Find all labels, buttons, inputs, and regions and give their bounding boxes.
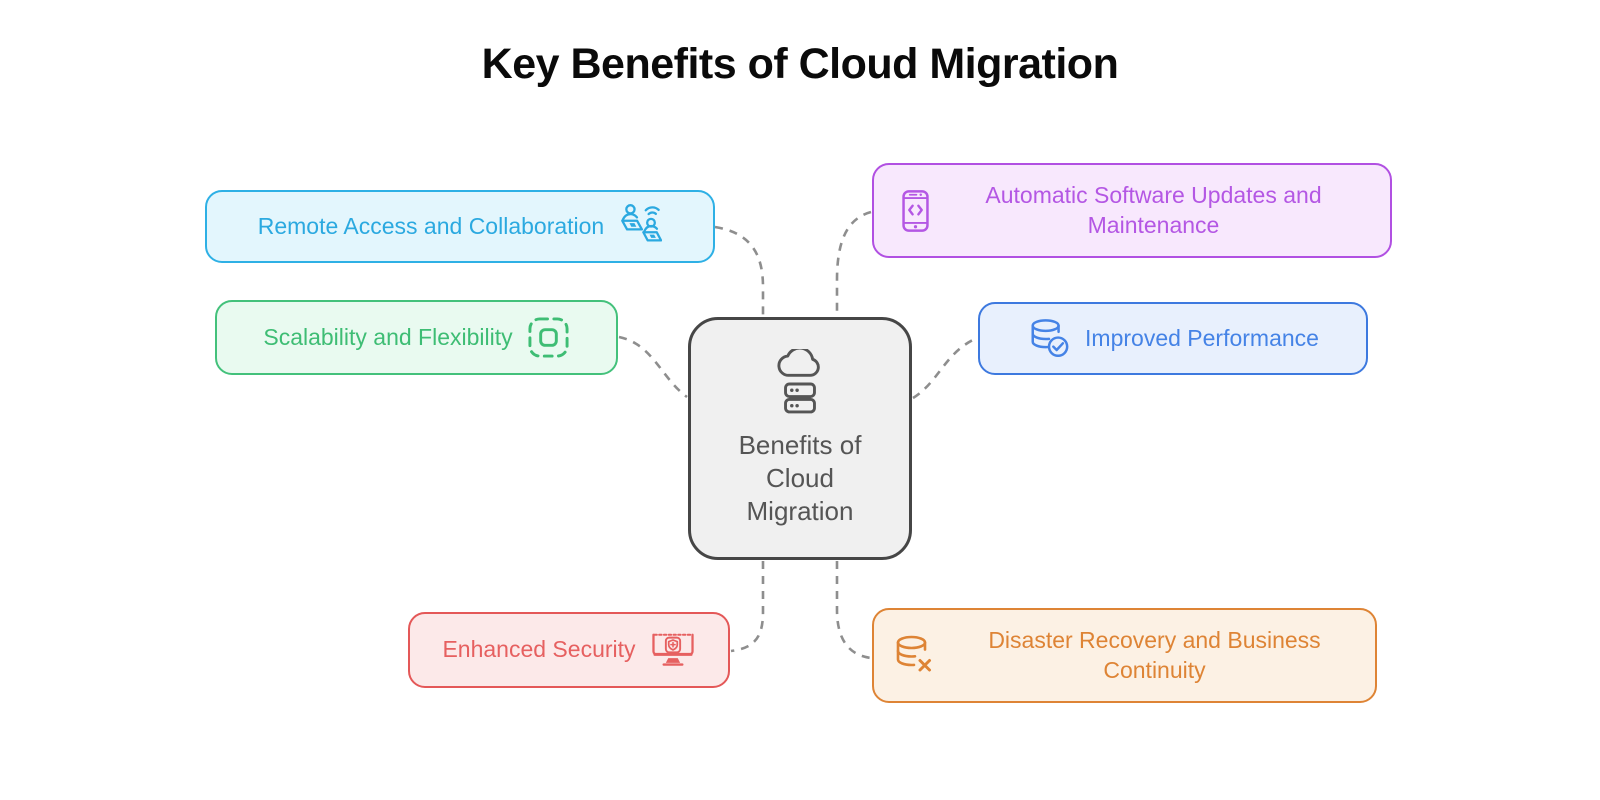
node-label: Enhanced Security xyxy=(442,636,636,663)
secure-monitor-icon xyxy=(651,633,694,666)
remote-collaboration-icon xyxy=(621,203,663,242)
node-enhanced-security: Enhanced Security xyxy=(408,612,730,688)
node-label: Scalability and Flexibility xyxy=(263,323,513,350)
database-x-icon xyxy=(896,635,931,671)
scale-frame-icon xyxy=(528,317,569,358)
connector-improved-performance xyxy=(912,336,978,400)
node-label: Remote Access and Collaboration xyxy=(257,212,605,239)
node-improved-performance: Improved Performance xyxy=(978,302,1368,375)
node-label: Disaster Recovery and Business Continuit… xyxy=(988,626,1321,683)
node-label: Improved Performance xyxy=(1085,324,1319,351)
diagram-title: Key Benefits of Cloud Migration xyxy=(481,40,1119,88)
mobile-code-icon xyxy=(901,189,929,232)
database-check-icon xyxy=(1031,318,1069,357)
node-label: Automatic Software Updates and Maintenan… xyxy=(985,181,1322,238)
connector-auto-updates xyxy=(835,210,872,316)
connector-scalability xyxy=(618,335,688,399)
connector-disaster-recovery xyxy=(835,561,872,660)
cloud-server-icon xyxy=(777,348,820,414)
center-node-label: Benefits of Cloud Migration xyxy=(738,429,862,526)
center-node: Benefits of Cloud Migration xyxy=(688,317,912,560)
node-remote-access-and-collaboration: Remote Access and Collaboration xyxy=(205,190,715,263)
node-scalability-and-flexibility: Scalability and Flexibility xyxy=(215,300,618,375)
node-automatic-software-updates-and-maintenance: Automatic Software Updates and Maintenan… xyxy=(872,163,1392,258)
connector-remote-access xyxy=(714,225,765,316)
connector-enhanced-security xyxy=(730,561,765,653)
node-disaster-recovery-and-business-continuity: Disaster Recovery and Business Continuit… xyxy=(872,608,1377,703)
